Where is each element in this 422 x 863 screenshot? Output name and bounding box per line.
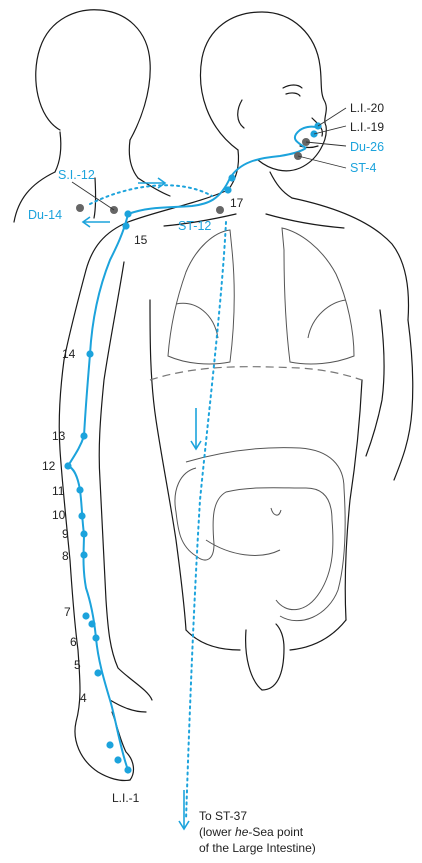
label-10: 10: [52, 508, 66, 522]
point-14: [86, 350, 93, 357]
point-18: [228, 174, 235, 181]
label-13: 13: [52, 429, 66, 443]
label-st12: ST-12: [178, 219, 211, 233]
label-12: 12: [42, 459, 56, 473]
point-17: [216, 206, 224, 214]
label-li19: L.I.-19: [350, 120, 384, 134]
lungs: [168, 228, 354, 364]
back-branch-dotted: [90, 185, 212, 204]
point-7: [82, 612, 89, 619]
label-14: 14: [62, 347, 76, 361]
point-10: [78, 512, 85, 519]
point-li3: [106, 741, 113, 748]
label-li20: L.I.-20: [350, 101, 384, 115]
label-17: 17: [230, 196, 244, 210]
label-st4: ST-4: [350, 161, 376, 175]
point-9: [80, 530, 87, 537]
navel: [271, 508, 281, 515]
label-15: 15: [134, 233, 148, 247]
diaphragm: [150, 367, 362, 380]
point-li1: [124, 766, 131, 773]
label-4: 4: [80, 691, 87, 705]
label-li1: L.I.-1: [112, 791, 140, 805]
label-11: 11: [52, 484, 65, 498]
footnote-line1: To ST-37: [199, 809, 247, 823]
point-15: [122, 222, 129, 229]
label-7: 7: [64, 605, 71, 619]
label-8: 8: [62, 549, 69, 563]
point-st12-blue: [224, 186, 231, 193]
footnote-line3: of the Large Intestine): [199, 841, 316, 855]
footnote-line2: (lower he-Sea point: [199, 825, 304, 839]
point-13: [80, 432, 87, 439]
label-du14: Du-14: [28, 208, 62, 222]
point-16: [124, 210, 131, 217]
label-du26: Du-26: [350, 140, 384, 154]
label-si12: S.I.-12: [58, 168, 95, 182]
large-intestine: [175, 448, 345, 621]
point-4: [94, 669, 101, 676]
point-du14: [76, 204, 84, 212]
point-6: [88, 620, 95, 627]
internal-branch-dotted: [186, 222, 226, 820]
label-9: 9: [62, 527, 69, 541]
point-li2: [114, 756, 121, 763]
point-5: [92, 634, 99, 641]
point-12: [64, 462, 71, 469]
label-5: 5: [74, 658, 81, 672]
point-11: [76, 486, 83, 493]
point-8: [80, 551, 87, 558]
label-6: 6: [70, 635, 77, 649]
back-view-figure: [14, 10, 170, 222]
